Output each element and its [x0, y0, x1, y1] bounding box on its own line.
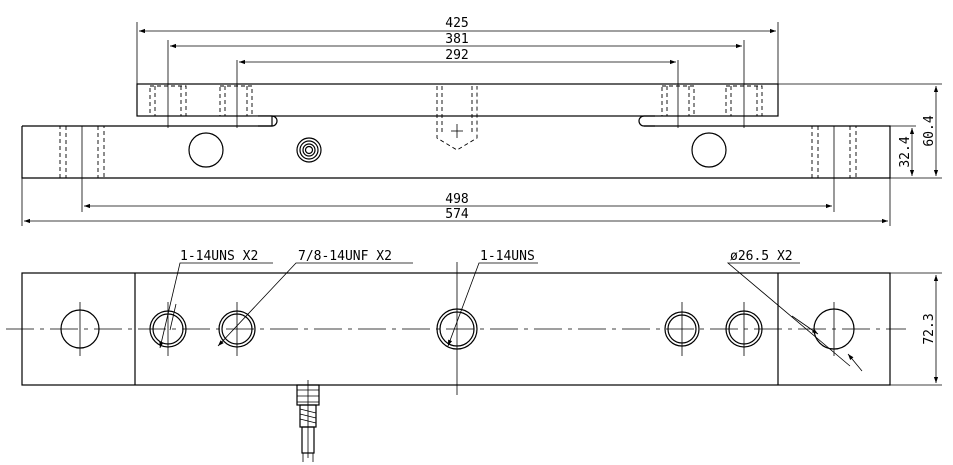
left-slot	[258, 115, 278, 127]
top-plate	[136, 83, 779, 117]
dim-72-3: 72.3	[922, 313, 937, 344]
callout-1-14uns: 1-14UNS	[480, 249, 535, 264]
dim-381: 381	[445, 32, 468, 47]
leaders	[159, 262, 863, 372]
dim-574: 574	[445, 207, 469, 222]
right-slot	[638, 115, 655, 127]
front-dimensions: 425 381 292 498 574 32.4 60.4	[21, 16, 942, 226]
callout-1-14uns-x2: 1-14UNS X2	[180, 249, 258, 264]
connector-front	[296, 137, 322, 163]
hidden-center-hole	[436, 86, 478, 151]
dim-32-4: 32.4	[898, 136, 913, 167]
callout-7-8-14unf-x2: 7/8-14UNF X2	[298, 249, 392, 264]
dim-60-4: 60.4	[922, 115, 937, 146]
connector-cable	[296, 380, 320, 462]
top-view-holes	[60, 262, 855, 395]
dim-425: 425	[445, 16, 468, 31]
front-view	[21, 83, 891, 179]
dim-292: 292	[445, 48, 468, 63]
dim-498: 498	[445, 192, 468, 207]
callout-dia-26-5-x2: ø26.5 X2	[730, 249, 793, 264]
top-view: 1-14UNS X2 7/8-14UNF X2 1-14UNS ø26.5 X2…	[6, 249, 942, 462]
main-bar	[21, 116, 891, 179]
front-hole-left	[188, 132, 224, 168]
front-hole-right	[691, 132, 727, 168]
